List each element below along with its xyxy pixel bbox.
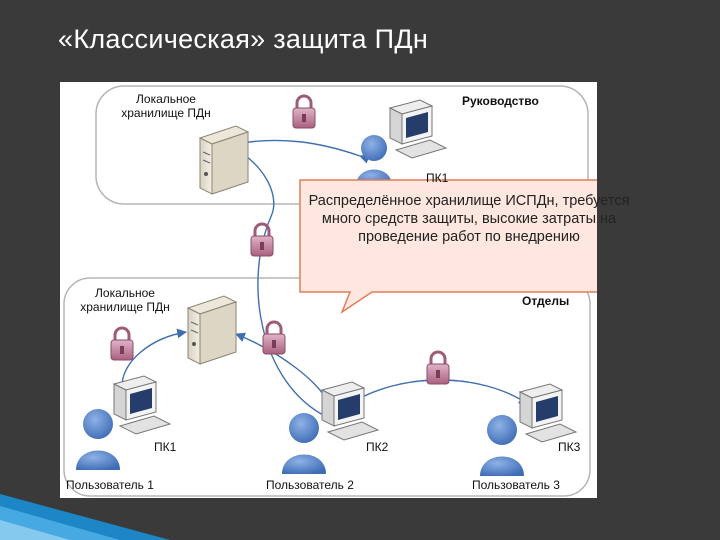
user3-label: Пользователь 3: [472, 478, 560, 492]
pc-top-label: ПК1: [426, 171, 449, 185]
lock-icon: [426, 350, 450, 385]
bottom-server-icon: [186, 295, 238, 365]
pc2-label: ПК2: [366, 440, 389, 454]
user3-icon: [480, 415, 524, 476]
pc3-computer-icon: [518, 383, 578, 443]
lock-icon: [292, 94, 316, 129]
user2-label: Пользователь 2: [266, 478, 354, 492]
link-pc-top-to-top-storage: [235, 137, 370, 164]
pc1-label: ПК1: [154, 440, 177, 454]
slide-title: «Классическая» защита ПДн: [58, 24, 429, 54]
pc2-computer-icon: [320, 381, 380, 441]
lock-icon: [262, 320, 286, 355]
user2-icon: [282, 413, 326, 474]
departments-label: Отделы: [522, 294, 570, 308]
diagram-frame: Локальное хранилище ПДн Руководство ПК1 …: [60, 82, 629, 498]
top-computer-icon: [388, 99, 448, 159]
lock-icon: [250, 222, 274, 257]
top-storage-label: Локальное хранилище ПДн: [121, 92, 211, 120]
management-label: Руководство: [462, 94, 539, 108]
lock-icon: [110, 326, 134, 361]
pc1-computer-icon: [112, 375, 172, 435]
corner-decoration: [0, 494, 170, 540]
bottom-storage-label: Локальное хранилище ПДн: [80, 286, 170, 314]
diagram-canvas: [63, 85, 597, 497]
callout-text: Распределённое хранилище ИСПДн, требуетс…: [308, 193, 630, 245]
user1-icon: [76, 409, 120, 470]
user1-label: Пользователь 1: [66, 478, 154, 492]
callout-bubble: [299, 179, 597, 314]
pc3-label: ПК3: [558, 440, 581, 454]
link-pc1-to-bottom-storage: [117, 328, 187, 395]
top-server-icon: [198, 125, 250, 195]
